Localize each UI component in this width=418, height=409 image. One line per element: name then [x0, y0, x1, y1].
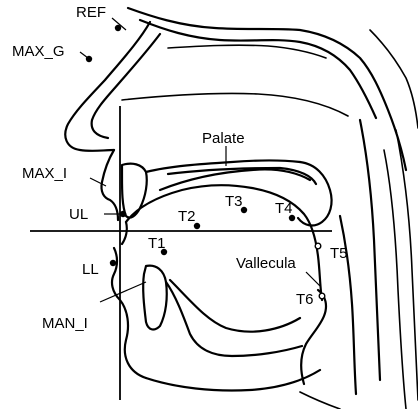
t5-label: T5	[330, 245, 348, 262]
floor-of-mouth	[170, 280, 300, 332]
ll-point	[110, 260, 116, 266]
t4-label: T4	[275, 200, 293, 217]
man-i-leader	[100, 282, 146, 302]
ul-label: UL	[69, 206, 88, 223]
pharyngeal-wall	[340, 216, 356, 394]
max-i-label: MAX_I	[22, 165, 67, 182]
skull-inner-contour	[140, 20, 376, 118]
ul-point	[120, 211, 126, 217]
max-g-label: MAX_G	[12, 43, 65, 60]
ref-label: REF	[76, 4, 106, 21]
max-g-point	[86, 56, 92, 62]
t6-point	[319, 293, 325, 299]
mandible-outer	[146, 370, 320, 391]
nasal-cavity-line	[168, 45, 326, 58]
t1-label: T1	[148, 235, 166, 252]
palate-label: Palate	[202, 130, 245, 147]
spine-contour-2	[396, 130, 418, 400]
larynx-line	[300, 392, 340, 409]
t3-label: T3	[225, 193, 243, 210]
soft-palate	[298, 162, 332, 225]
vallecula-label: Vallecula	[236, 255, 296, 272]
ref-point	[115, 25, 121, 31]
upper-incisor	[122, 164, 147, 218]
man-i-label: MAN_I	[42, 315, 88, 332]
t5-point	[315, 243, 321, 249]
lower-lip-contour	[112, 248, 146, 378]
vallecula-leader	[306, 272, 320, 286]
diagram-labels: REF MAX_G Palate MAX_I UL T2 T3 T4 T1 LL…	[12, 4, 348, 332]
nasal-profile	[65, 22, 150, 151]
nasal-cavity-line-2	[122, 93, 348, 116]
tongue-tip	[122, 222, 127, 244]
skull-right-edge	[370, 30, 418, 128]
t6-label: T6	[296, 291, 314, 308]
t2-label: T2	[178, 208, 196, 225]
ll-label: LL	[82, 261, 99, 278]
lower-incisor	[143, 266, 167, 330]
spine-contour	[384, 150, 406, 409]
nasal-inner-contour	[92, 34, 160, 138]
mandible-inner	[166, 282, 302, 356]
pharyngeal-wall-2	[360, 120, 380, 380]
